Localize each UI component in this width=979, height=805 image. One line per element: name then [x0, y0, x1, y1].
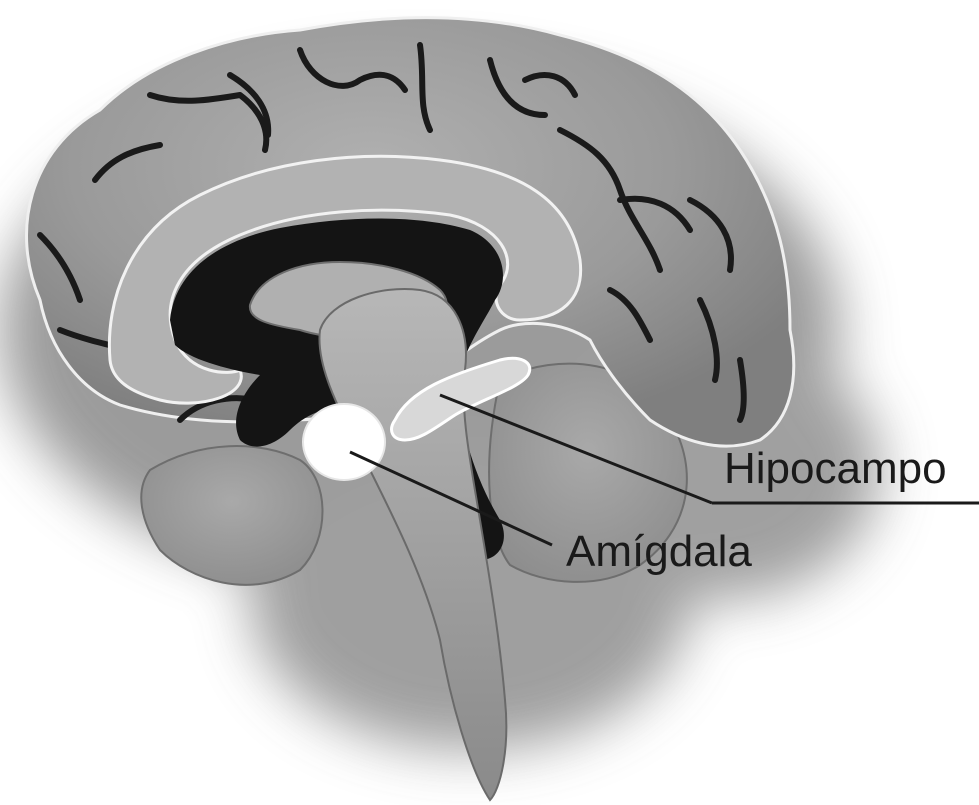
- hippocampus-label: Hipocampo: [724, 444, 947, 493]
- amygdala: [303, 404, 385, 480]
- temporal-lobe: [141, 446, 322, 585]
- amygdala-label: Amígdala: [566, 527, 752, 576]
